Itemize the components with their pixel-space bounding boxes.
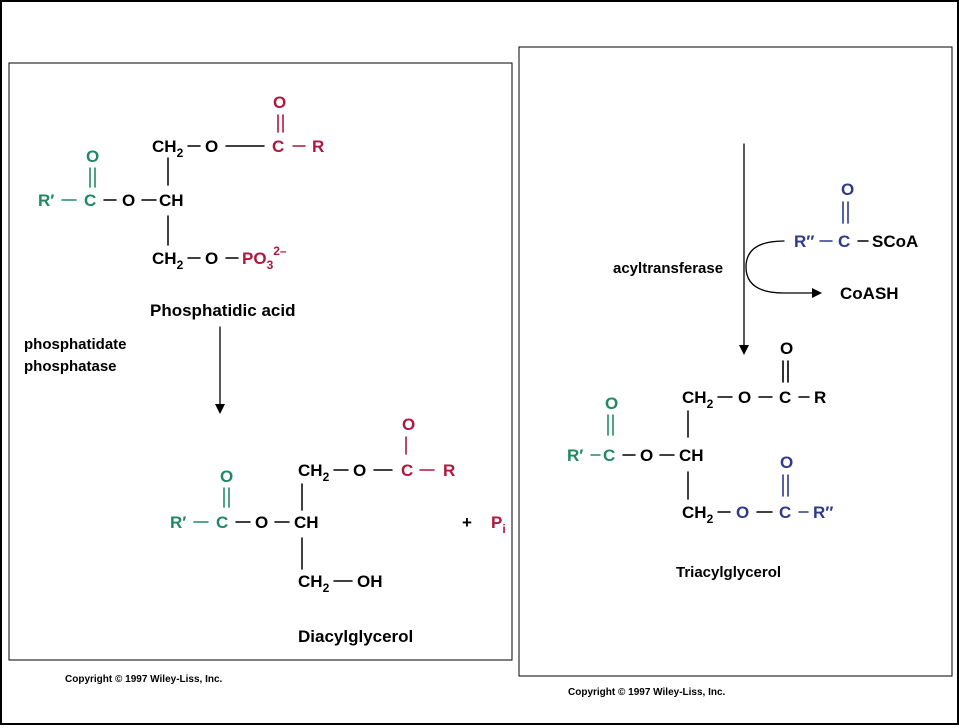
atom-o-carbonyl-top: O (273, 93, 286, 112)
enzyme-phosphatidate-line2: phosphatase (24, 358, 117, 375)
group-r-dag: R (443, 461, 455, 480)
group-ch2-bottom: CH2 (152, 249, 184, 272)
atom-o-mid-dag: O (255, 513, 268, 532)
acyl-coa-structure: O R″ C SCoA (794, 180, 918, 251)
group-phosphate: PO32– (242, 244, 287, 272)
phosphatidic-acid-structure: O CH2 O C R O R′ C O CH CH2 O PO32– Phos… (38, 93, 324, 320)
group-ch2-bottom-tag: CH2 (682, 503, 714, 526)
group-r: R (312, 137, 324, 156)
label-diacylglycerol: Diacylglycerol (298, 627, 413, 646)
group-ch-tag: CH (679, 446, 704, 465)
group-r-prime: R′ (38, 191, 54, 210)
atom-o-ester-bottom-tag: O (736, 503, 749, 522)
group-r-prime-dag: R′ (170, 513, 186, 532)
atom-o-acylcoa: O (841, 180, 854, 199)
atom-o-ester-tag: O (738, 388, 751, 407)
atom-c-acylcoa: C (838, 232, 850, 251)
atom-c-acyl-tag: C (779, 388, 791, 407)
inorganic-phosphate: Pi (491, 513, 506, 536)
right-panel-frame (518, 46, 953, 677)
group-r-double-prime: R″ (794, 232, 814, 251)
group-scoa: SCoA (872, 232, 918, 251)
atom-c-left: C (84, 191, 96, 210)
left-panel-frame (8, 62, 513, 661)
plus-sign: + (462, 513, 472, 532)
atom-o-carbonyl-top-dag: O (402, 415, 415, 434)
copyright-left: Copyright © 1997 Wiley-Liss, Inc. (65, 674, 223, 685)
atom-o-mid: O (122, 191, 135, 210)
label-phosphatidic-acid: Phosphatidic acid (150, 301, 295, 320)
atom-o-carbonyl-left-dag: O (220, 467, 233, 486)
group-ch-dag: CH (294, 513, 319, 532)
atom-c-acyl-dag: C (401, 461, 413, 480)
group-r-tag: R (814, 388, 826, 407)
atom-o-mid-tag: O (640, 446, 653, 465)
atom-c-acyl: C (272, 137, 284, 156)
group-ch2-top-dag: CH2 (298, 461, 330, 484)
group-ch2-top: CH2 (152, 137, 184, 160)
atom-o-carbonyl-bottom-tag: O (780, 453, 793, 472)
enzyme-acyltransferase: acyltransferase (613, 260, 723, 277)
atom-o-ester: O (205, 137, 218, 156)
atom-o-phosphate: O (205, 249, 218, 268)
copyright-right: Copyright © 1997 Wiley-Liss, Inc. (568, 687, 726, 698)
atom-o-carbonyl-top-tag: O (780, 339, 793, 358)
atom-c-left-tag: C (603, 446, 615, 465)
group-ch2-bottom-dag: CH2 (298, 572, 330, 595)
group-ch2-top-tag: CH2 (682, 388, 714, 411)
group-ch: CH (159, 191, 184, 210)
triacylglycerol-structure: O CH2 O C R O R′ C O CH O CH2 O C R″ Tri… (567, 339, 833, 581)
product-coash: CoASH (840, 284, 899, 303)
group-oh: OH (357, 572, 383, 591)
atom-o-ester-dag: O (353, 461, 366, 480)
group-r-double-prime-tag: R″ (813, 503, 833, 522)
atom-c-acyl-bottom-tag: C (779, 503, 791, 522)
atom-c-left-dag: C (216, 513, 228, 532)
atom-o-carbonyl-left-tag: O (605, 394, 618, 413)
atom-o-carbonyl-left: O (86, 147, 99, 166)
group-r-prime-tag: R′ (567, 446, 583, 465)
curved-arrow-cosubstrate (745, 240, 822, 298)
enzyme-phosphatidate-line1: phosphatidate (24, 336, 127, 353)
diacylglycerol-structure: O CH2 O C R O R′ C O CH CH2 OH Diacylgly… (170, 415, 455, 646)
label-triacylglycerol: Triacylglycerol (676, 564, 781, 581)
